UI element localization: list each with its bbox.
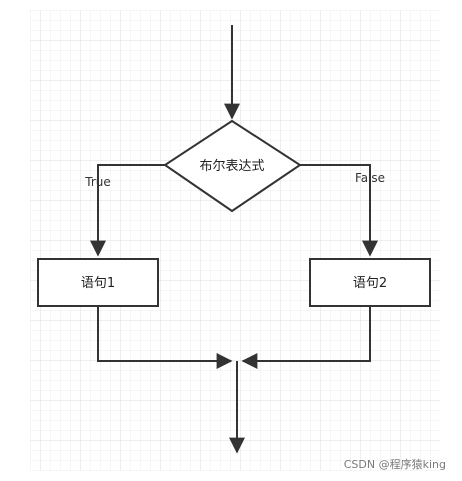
- edge-false-branch: [300, 164, 378, 257]
- edge-statement-1-to-merge: [97, 306, 233, 369]
- edge-statement-2-to-merge: [241, 306, 371, 369]
- false-branch-label: False: [355, 171, 385, 185]
- statement-1-label: 语句1: [81, 276, 115, 291]
- edge-true-branch: [90, 164, 165, 257]
- decision-diamond: [163, 119, 302, 213]
- statement-1-box: [37, 258, 159, 307]
- grid-background: [30, 10, 440, 471]
- statement-2-label: 语句2: [353, 276, 387, 291]
- watermark-text: CSDN @程序猿king: [344, 457, 446, 471]
- true-branch-label: True: [84, 175, 111, 189]
- decision-label: 布尔表达式: [199, 159, 264, 174]
